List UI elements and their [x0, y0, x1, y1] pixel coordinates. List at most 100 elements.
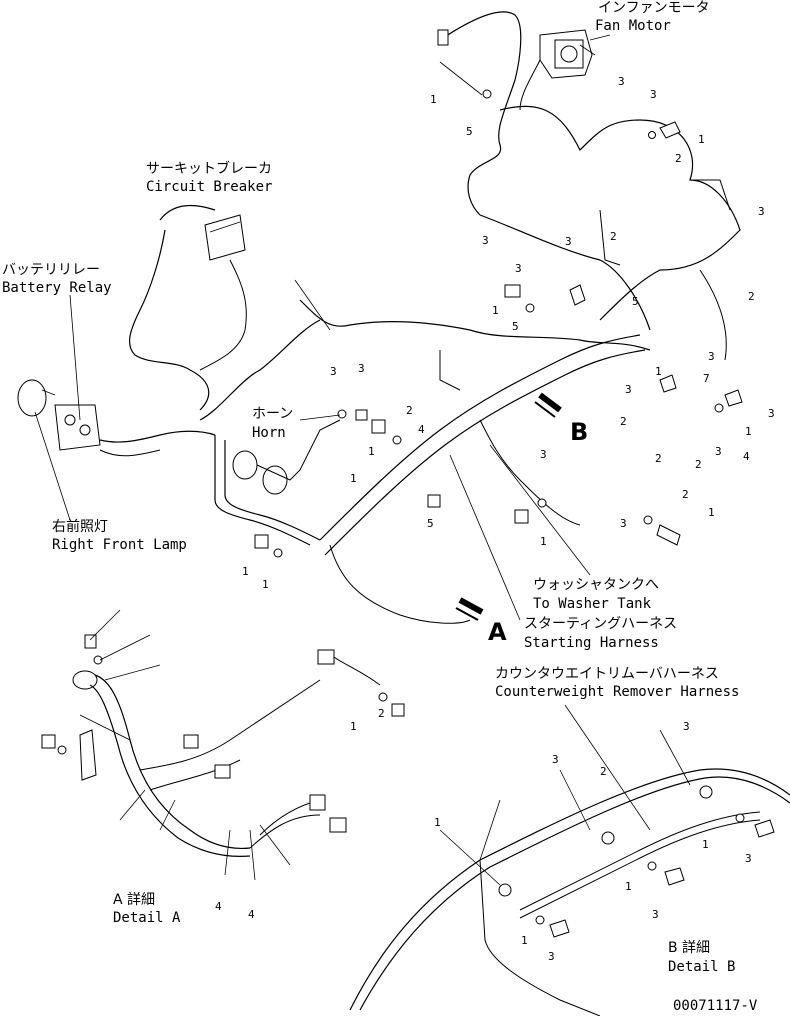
harness-connector-lead	[690, 179, 731, 211]
breaker-harness	[128, 229, 210, 411]
callout: 2	[610, 230, 617, 243]
callout: 1	[492, 304, 499, 317]
fan-motor-lead	[519, 59, 541, 111]
callout: 1	[745, 425, 752, 438]
right-front-lamp	[17, 379, 56, 417]
callout: 3	[768, 407, 775, 420]
callout: 2	[620, 415, 627, 428]
leader-washer-tank	[489, 444, 591, 576]
bolt	[659, 374, 677, 393]
document-code: 00071117-V	[673, 998, 758, 1014]
callout: 5	[427, 517, 434, 530]
connector	[437, 29, 449, 46]
detail-b-label-en: Detail B	[668, 959, 735, 975]
callout: 4	[418, 423, 425, 436]
starting-harness	[329, 544, 471, 624]
washer	[643, 515, 653, 525]
washer	[392, 435, 402, 445]
harness-tail	[699, 269, 727, 361]
leader-circuit-breaker	[294, 279, 331, 331]
battery-relay	[54, 404, 101, 451]
horn-label-en: Horn	[252, 425, 286, 441]
right-front-lamp-label-en: Right Front Lamp	[52, 537, 187, 553]
horn-label-jp: ホーン	[252, 406, 293, 422]
circuit-breaker-harness	[299, 299, 651, 351]
washer	[648, 131, 656, 139]
washer-tank-label-jp: ウォッシャタンクへ	[533, 577, 659, 593]
bolt	[254, 534, 269, 549]
callout: 1	[350, 472, 357, 485]
callout: 2	[378, 707, 385, 720]
cw-remover-label-en: Counterweight Remover Harness	[495, 684, 739, 700]
leader-horn	[299, 414, 341, 421]
callout: 3	[482, 234, 489, 247]
washer	[525, 303, 535, 313]
callout: 7	[703, 372, 710, 385]
callout: 1	[368, 445, 375, 458]
relay-harness-2	[99, 449, 161, 457]
leader-starting-harness	[449, 454, 521, 621]
starting-harness-label-jp: スターティングハーネス	[524, 616, 677, 632]
callout: 3	[715, 445, 722, 458]
callout: 5	[632, 295, 639, 308]
callout: 2	[695, 458, 702, 471]
detail-a-label-en: Detail A	[113, 910, 181, 926]
callout: 3	[358, 362, 365, 375]
washer	[537, 498, 547, 508]
harness-drop	[599, 209, 621, 266]
detail-b-label-jp: B 詳細	[668, 940, 710, 956]
main-harness-trunk-2	[324, 349, 646, 556]
callout: 1	[430, 93, 437, 106]
view-b-letter: B	[570, 418, 588, 446]
callout: 2	[600, 765, 607, 778]
detail-a	[41, 609, 405, 881]
battery-relay-label-en: Battery Relay	[2, 280, 112, 296]
fan-motor-label-en: Fan Motor	[595, 18, 671, 34]
callout: 1	[242, 565, 249, 578]
callout: 1	[540, 535, 547, 548]
fan-motor-wire	[439, 11, 522, 216]
view-arrow-b	[534, 392, 562, 418]
callout: 4	[248, 908, 255, 921]
battery-relay-label-jp: バッテリリレー	[2, 262, 100, 278]
cw-remover-label-jp: カウンタウエイトリムーバハーネス	[495, 666, 719, 682]
front-harness-2	[224, 440, 321, 541]
callout: 1	[521, 934, 528, 947]
circuit-breaker-label-en: Circuit Breaker	[146, 179, 272, 195]
bolt	[439, 61, 483, 96]
callout: 3	[650, 88, 657, 101]
horn	[232, 419, 341, 495]
callout: 1	[434, 816, 441, 829]
breaker-lead	[159, 204, 216, 221]
view-a-letter: A	[488, 618, 507, 646]
callout: 3	[548, 950, 555, 963]
washer-tank-label-en: To Washer Tank	[533, 596, 652, 612]
washer-branch	[479, 419, 581, 526]
bolt	[427, 494, 441, 508]
upper-harness-branch	[479, 214, 651, 331]
upper-harness	[499, 105, 741, 321]
callout: 3	[330, 365, 337, 378]
bolt	[724, 389, 743, 407]
washer	[337, 409, 347, 419]
bolt	[504, 284, 521, 298]
leader-fan-motor	[579, 44, 596, 56]
callout: 3	[565, 235, 572, 248]
washer	[273, 548, 283, 558]
leader-battery-relay	[69, 294, 81, 421]
bolt	[656, 524, 681, 546]
callout: 5	[512, 320, 519, 333]
bolt	[355, 409, 368, 421]
callout: 3	[758, 205, 765, 218]
callout: 1	[262, 578, 269, 591]
callout: 2	[748, 290, 755, 303]
callout: 3	[620, 517, 627, 530]
detail-b	[349, 704, 790, 1016]
callout: 4	[743, 450, 750, 463]
callout: 2	[682, 488, 689, 501]
callout: 3	[515, 262, 522, 275]
washer	[482, 89, 492, 99]
circuit-breaker	[204, 214, 246, 261]
callout: 3	[652, 908, 659, 921]
